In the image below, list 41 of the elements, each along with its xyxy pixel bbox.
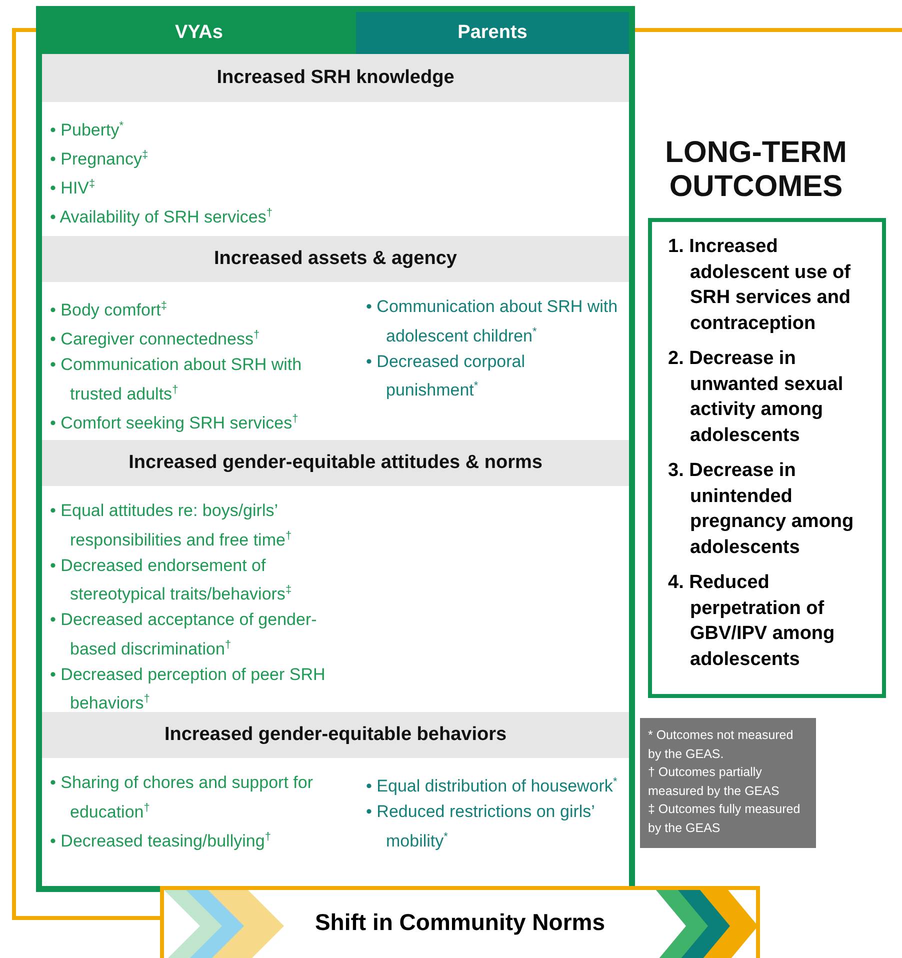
section-header xyxy=(42,712,629,758)
bullet-item: • Communication about SRH with adolescent children$^{*}$ xyxy=(366,296,619,348)
bullet-item: • Communication about SRH with trusted adults$^{†}$ xyxy=(50,354,303,406)
outcome-item: 4. Reduced perpetration of GBV/IPV among adolescents xyxy=(667,571,836,672)
header-text: Increased gender-equitable attitudes & norms xyxy=(128,452,542,474)
bullet-item: • Equal distribution of housework$^{*}$ xyxy=(366,775,618,798)
header-text: VYAs xyxy=(175,22,223,44)
section-header xyxy=(42,440,629,486)
column-header xyxy=(356,12,629,54)
header-text: Increased gender-equitable behaviors xyxy=(164,724,507,746)
outcomes-box xyxy=(648,218,886,698)
bullet-item: • Body comfort$^{‡}$ xyxy=(50,299,168,322)
bullet-item: • Decreased teasing/bullying$^{†}$ xyxy=(50,830,272,852)
bullet-item: • Decreased acceptance of gender-based discrimination$^{†}$ xyxy=(50,609,318,660)
banner-text: Shift in Community Norms xyxy=(314,908,606,936)
footnote-box xyxy=(640,718,816,848)
bullet-item: • Sharing of chores and support for education$^{†}$ xyxy=(50,772,314,824)
bullet-item: • Equal attitudes re: boys/girls’ responsibilities and free time$^{†}$ xyxy=(50,500,293,552)
bullet-item: • Reduced restrictions on girls’ mobility$^{*}$ xyxy=(366,801,596,852)
banner-box xyxy=(160,886,760,958)
bullet-item: • Puberty$^{*}$ xyxy=(50,119,125,142)
bullet-item: • Comfort seeking SRH services$^{†}$ xyxy=(50,412,300,435)
footnote-text: ‡ Outcomes fully measured by the GEAS xyxy=(648,801,802,837)
bullet-item: • HIV$^{‡}$ xyxy=(50,177,96,200)
outcome-item: 2. Decrease in unwanted sexual activity among adolescents xyxy=(667,347,844,448)
bullet-item: • Pregnancy$^{‡}$ xyxy=(50,148,150,171)
section-header xyxy=(42,236,629,282)
heading: LONG-TERM OUTCOMES xyxy=(664,136,848,204)
outcome-item: 1. Increased adolescent use of SRH services and contraception xyxy=(667,235,852,336)
header-text: Parents xyxy=(458,22,528,44)
bullet-item: • Decreased corporal punishment$^{*}$ xyxy=(366,350,526,402)
bullet-item: • Availability of SRH services$^{†}$ xyxy=(50,206,274,230)
bullet-item: • Decreased endorsement of stereotypical traits/behaviors$^{‡}$ xyxy=(50,554,293,606)
footnote-text: † Outcomes partially measured by the GEAS xyxy=(648,764,780,800)
footnote-text: * Outcomes not measured by the GEAS. xyxy=(648,727,794,763)
bullet-item: • Decreased perception of peer SRH behaviors$^{†}$ xyxy=(50,664,326,716)
header-text: Increased assets & agency xyxy=(214,248,457,270)
header-text: Increased SRH knowledge xyxy=(216,67,454,89)
outcome-item: 3. Decrease in unintended pregnancy among adolescents xyxy=(667,459,855,560)
bullet-item: • Caregiver connectedness$^{†}$ xyxy=(50,328,261,351)
section-header xyxy=(42,54,629,102)
